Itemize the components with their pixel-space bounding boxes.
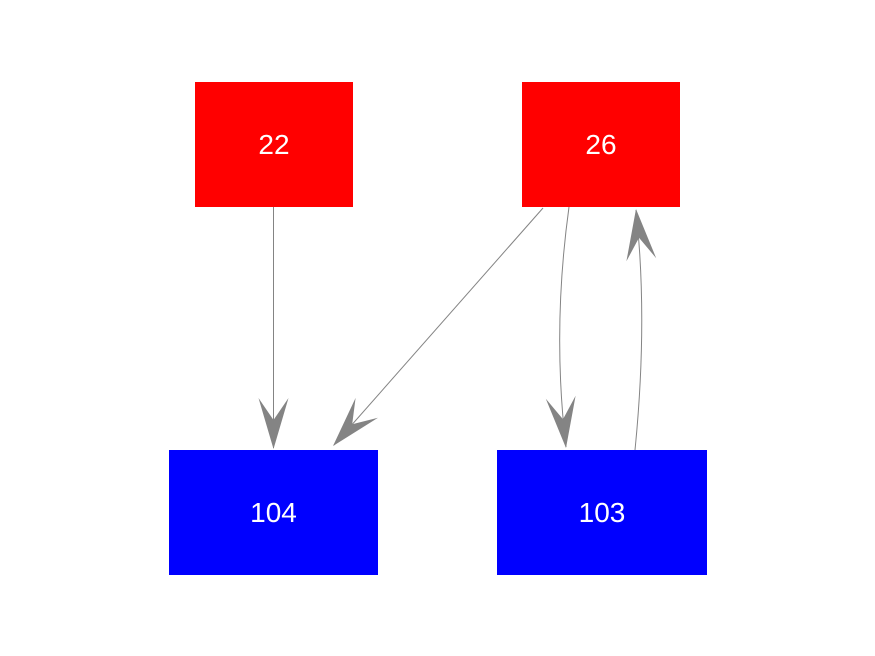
node-label: 103 bbox=[578, 496, 626, 528]
node-22[interactable]: 22 bbox=[195, 82, 353, 207]
arrowhead-26-to-104 bbox=[333, 397, 378, 446]
edge-103-to-26 bbox=[634, 209, 643, 451]
edge-26-to-103 bbox=[559, 206, 570, 448]
node-label: 26 bbox=[585, 128, 617, 160]
arrowhead-26-to-103 bbox=[545, 395, 576, 448]
node-26[interactable]: 26 bbox=[522, 82, 680, 207]
arrowhead-103-to-26 bbox=[626, 209, 657, 262]
edge-26-to-104 bbox=[333, 207, 544, 446]
arrowhead-22-to-104 bbox=[258, 398, 289, 449]
node-103[interactable]: 103 bbox=[497, 450, 707, 575]
node-label: 22 bbox=[258, 128, 290, 160]
node-label: 104 bbox=[250, 496, 297, 528]
node-104[interactable]: 104 bbox=[169, 450, 378, 575]
